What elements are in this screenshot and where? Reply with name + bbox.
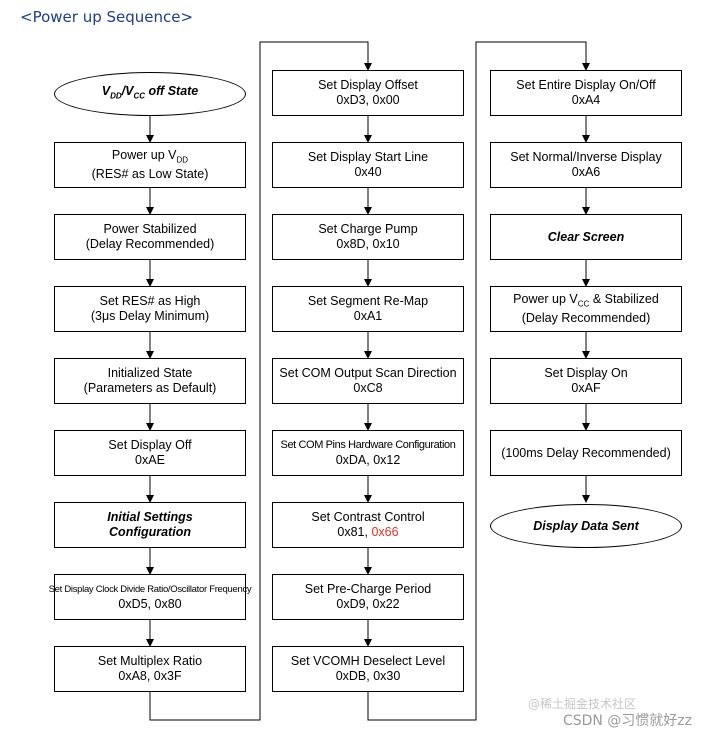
step-set-segment-remap: Set Segment Re-Map 0xA1 [272,286,464,332]
step-power-up-vcc: Power up VCC & Stabilized (Delay Recomme… [490,286,682,332]
step-power-stabilized: Power Stabilized (Delay Recommended) [54,214,246,260]
step-set-res-high: Set RES# as High (3μs Delay Minimum) [54,286,246,332]
step-set-charge-pump: Set Charge Pump 0x8D, 0x10 [272,214,464,260]
step-set-contrast-control: Set Contrast Control 0x81, 0x66 [272,502,464,548]
step-set-vcomh-deselect: Set VCOMH Deselect Level 0xDB, 0x30 [272,646,464,692]
step-set-display-start-line: Set Display Start Line 0x40 [272,142,464,188]
step-set-precharge-period: Set Pre-Charge Period 0xD9, 0x22 [272,574,464,620]
watermark: CSDN @习惯就好zz [562,713,692,729]
contrast-value-highlight: 0x66 [371,525,399,539]
step-power-up-vdd: Power up VDD (RES# as Low State) [54,142,246,188]
step-clear-screen: Clear Screen [490,214,682,260]
step-delay-100ms: (100ms Delay Recommended) [490,430,682,476]
step-set-entire-display: Set Entire Display On/Off 0xA4 [490,70,682,116]
step-set-display-on: Set Display On 0xAF [490,358,682,404]
connector-col2-to-col3 [367,41,590,721]
connector-col1-to-col2 [149,41,372,721]
step-set-normal-inverse: Set Normal/Inverse Display 0xA6 [490,142,682,188]
step-set-clock-divide: Set Display Clock Divide Ratio/Oscillato… [49,574,252,620]
step-set-com-scan-direction: Set COM Output Scan Direction 0xC8 [272,358,464,404]
step-initialized-state: Initialized State (Parameters as Default… [54,358,246,404]
step-set-display-off: Set Display Off 0xAE [54,430,246,476]
diagram-title: <Power up Sequence> [20,8,194,26]
step-initial-settings: Initial Settings Configuration [54,502,246,548]
watermark-faint: @稀土掘金技术社区 [527,697,636,711]
end-state-oval: Display Data Sent [490,504,682,548]
start-state-oval: VDD/VCC off State [54,72,246,116]
step-set-multiplex-ratio: Set Multiplex Ratio 0xA8, 0x3F [54,646,246,692]
step-set-display-offset: Set Display Offset 0xD3, 0x00 [272,70,464,116]
step-set-com-pins-config: Set COM Pins Hardware Configuration 0xDA… [272,430,464,476]
